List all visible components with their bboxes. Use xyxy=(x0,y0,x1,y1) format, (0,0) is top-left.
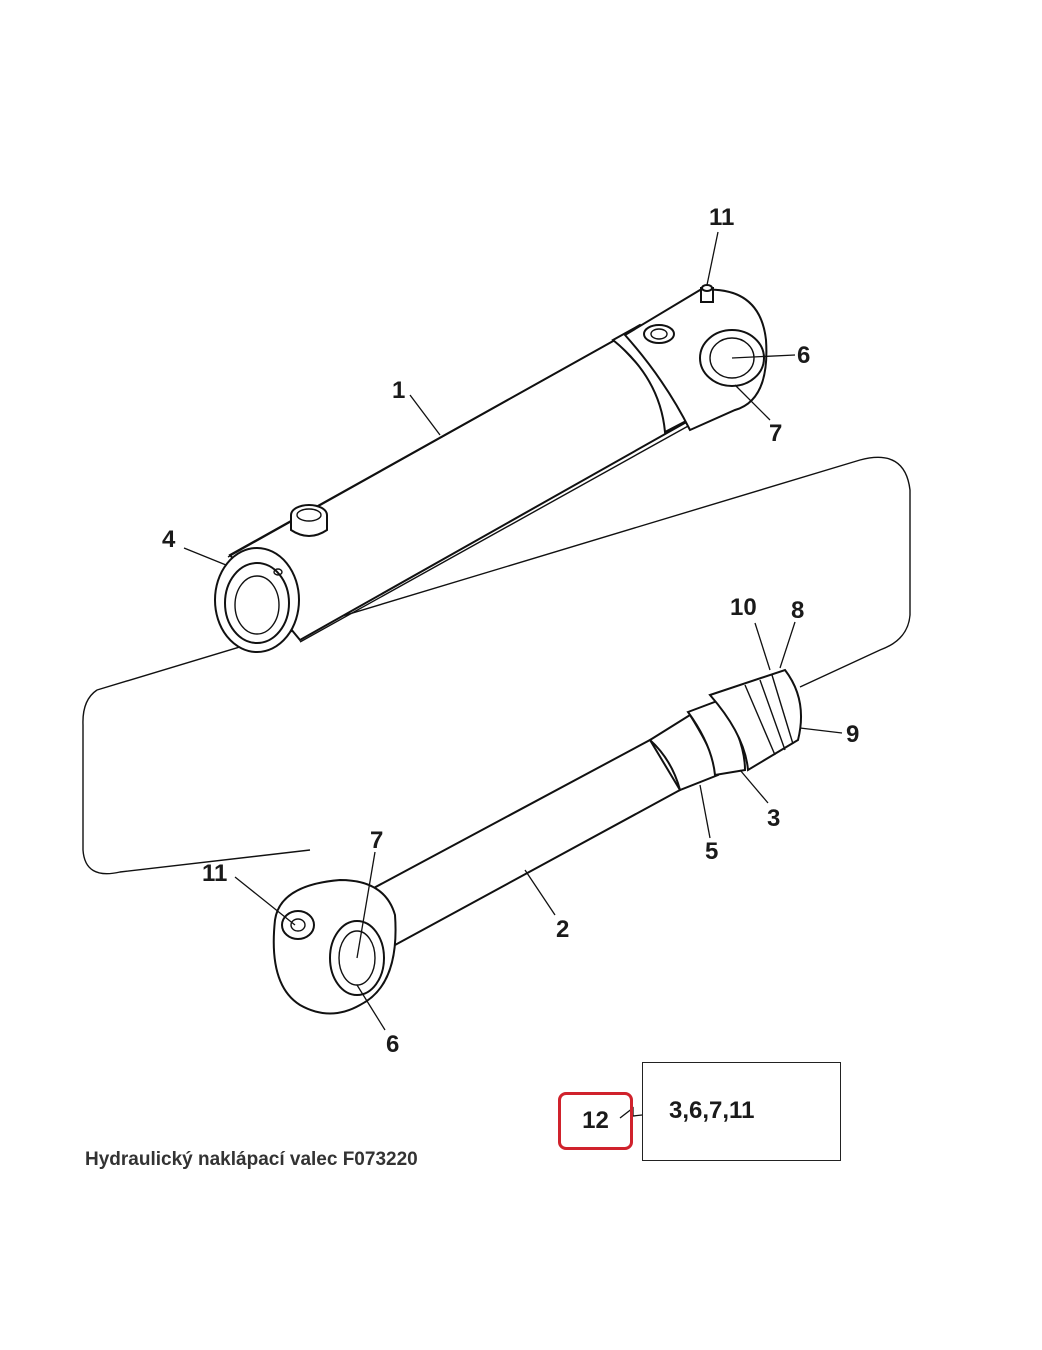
callout-6-barrel: 6 xyxy=(797,342,810,369)
callout-4: 4 xyxy=(162,526,176,553)
callout-2: 2 xyxy=(556,916,569,943)
callout-5: 5 xyxy=(705,838,718,865)
callout-8: 8 xyxy=(791,597,804,624)
piston-assembly xyxy=(648,668,802,792)
callout-11-barrel: 11 xyxy=(709,204,734,231)
leader-lines xyxy=(183,354,843,1031)
callout-3: 3 xyxy=(767,805,780,832)
head-gland xyxy=(214,547,300,653)
assembly-outline xyxy=(82,456,911,875)
callout-1: 1 xyxy=(392,377,405,404)
callout-11-rod: 11 xyxy=(202,860,227,887)
callout-7-barrel: 7 xyxy=(769,420,782,447)
callout-6-rod: 6 xyxy=(386,1031,399,1058)
piston-rod xyxy=(368,738,682,947)
kit-leader xyxy=(619,1106,643,1119)
kit-contents-box: 3,6,7,11 xyxy=(642,1062,841,1161)
rod-eye xyxy=(272,878,397,1015)
callout-9: 9 xyxy=(846,721,859,748)
diagram-caption: Hydraulický naklápací valec F073220 xyxy=(85,1149,418,1170)
callout-7-rod: 7 xyxy=(370,827,383,854)
kit-contents-text: 3,6,7,11 xyxy=(669,1097,755,1124)
kit-callout-12: 12 xyxy=(558,1092,633,1150)
cylinder-barrel xyxy=(227,323,692,643)
kit-label-text: 12 xyxy=(582,1107,609,1134)
callout-10: 10 xyxy=(730,594,757,621)
grease-fitting-barrel xyxy=(700,231,719,303)
